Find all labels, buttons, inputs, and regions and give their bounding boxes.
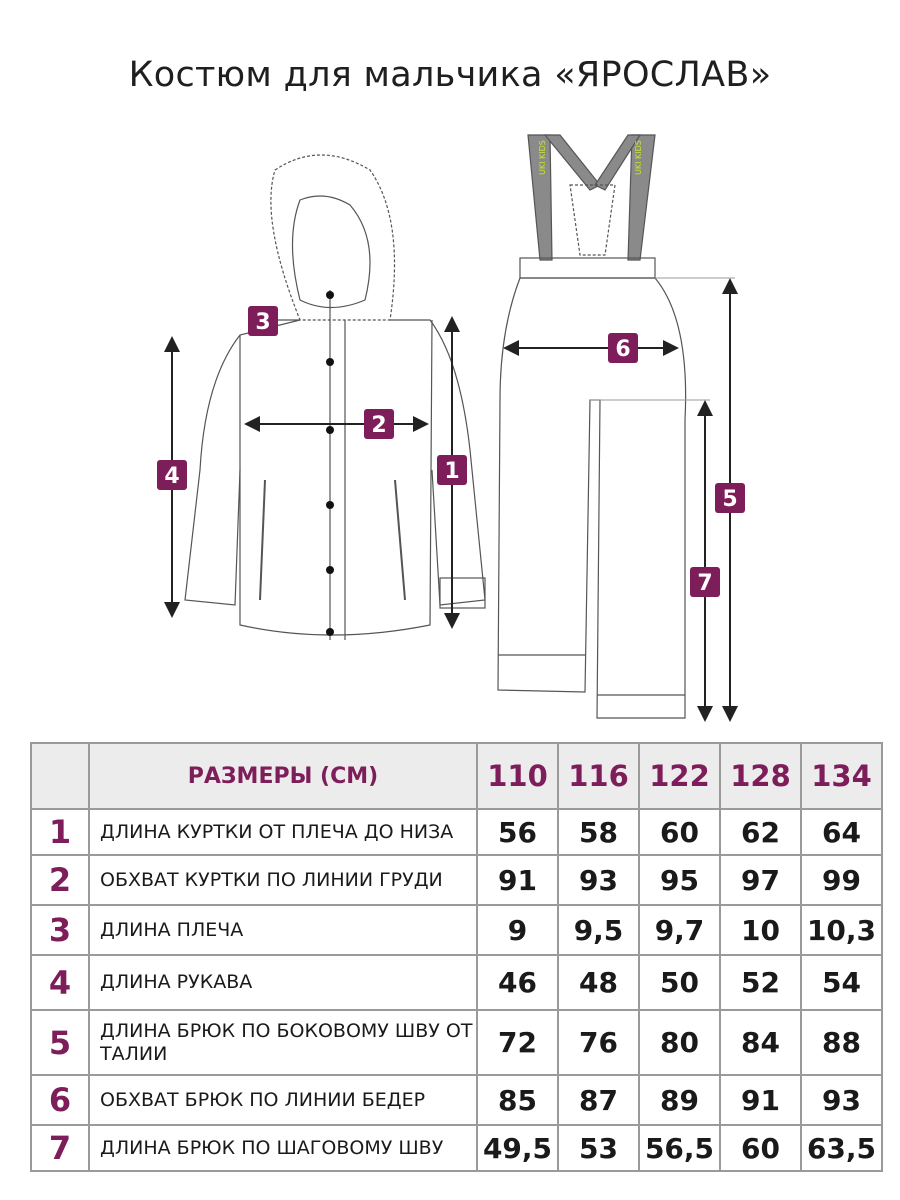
row-value: 60 — [638, 808, 721, 856]
svg-text:6: 6 — [615, 337, 630, 362]
row-value: 99 — [800, 854, 883, 906]
row-label: ДЛИНА БРЮК ПО ШАГОВОМУ ШВУ — [88, 1124, 478, 1172]
row-value: 97 — [719, 854, 802, 906]
page-title: Костюм для мальчика «ЯРОСЛАВ» — [128, 55, 772, 95]
row-number: 5 — [30, 1009, 90, 1076]
size-128: 128 — [719, 742, 802, 810]
strap-logo: UKI KIDS UKI KIDS — [538, 140, 643, 175]
garment-illustration: UKI KIDS UKI KIDS 3 2 4 1 6 5 7 — [157, 134, 745, 722]
row-value: 93 — [557, 854, 640, 906]
svg-text:3: 3 — [255, 310, 270, 335]
row-value: 95 — [638, 854, 721, 906]
header-corner — [30, 742, 90, 810]
size-116: 116 — [557, 742, 640, 810]
row-number: 3 — [30, 904, 90, 956]
row-value: 91 — [476, 854, 559, 906]
row-value: 9,7 — [638, 904, 721, 956]
size-134: 134 — [800, 742, 883, 810]
svg-text:5: 5 — [722, 487, 737, 512]
row-label: ДЛИНА ПЛЕЧА — [88, 904, 478, 956]
row-number: 6 — [30, 1074, 90, 1126]
svg-text:4: 4 — [164, 464, 179, 489]
svg-text:2: 2 — [371, 413, 386, 438]
row-value: 84 — [719, 1009, 802, 1076]
measurement-arrows — [164, 277, 738, 722]
svg-text:1: 1 — [444, 459, 459, 484]
marker-badges: 3 2 4 1 6 5 7 — [157, 306, 745, 597]
marker-1: 1 — [437, 455, 467, 485]
row-value: 49,5 — [476, 1124, 559, 1172]
row-value: 63,5 — [800, 1124, 883, 1172]
row-value: 80 — [638, 1009, 721, 1076]
size-122: 122 — [638, 742, 721, 810]
pants-drawing — [497, 134, 687, 719]
table-header-row: РАЗМЕРЫ (СМ) 110 116 122 128 134 — [30, 742, 883, 810]
svg-text:UKI KIDS: UKI KIDS — [538, 140, 547, 175]
row-label: ДЛИНА БРЮК ПО БОКОВОМУ ШВУ ОТ ТАЛИИ — [88, 1009, 478, 1076]
row-value: 54 — [800, 954, 883, 1011]
row-label: ОБХВАТ КУРТКИ ПО ЛИНИИ ГРУДИ — [88, 854, 478, 906]
row-value: 60 — [719, 1124, 802, 1172]
size-110: 110 — [476, 742, 559, 810]
marker-2: 2 — [364, 409, 394, 439]
row-value: 50 — [638, 954, 721, 1011]
row-value: 88 — [800, 1009, 883, 1076]
svg-text:UKI KIDS: UKI KIDS — [634, 140, 643, 175]
row-value: 53 — [557, 1124, 640, 1172]
row-value: 93 — [800, 1074, 883, 1126]
marker-3: 3 — [248, 306, 278, 336]
marker-5: 5 — [715, 483, 745, 513]
row-value: 10,3 — [800, 904, 883, 956]
row-value: 56,5 — [638, 1124, 721, 1172]
row-value: 58 — [557, 808, 640, 856]
row-value: 9 — [476, 904, 559, 956]
row-number: 4 — [30, 954, 90, 1011]
row-number: 7 — [30, 1124, 90, 1172]
row-value: 10 — [719, 904, 802, 956]
row-number: 2 — [30, 854, 90, 906]
row-label: ОБХВАТ БРЮК ПО ЛИНИИ БЕДЕР — [88, 1074, 478, 1126]
row-label: ДЛИНА РУКАВА — [88, 954, 478, 1011]
marker-4: 4 — [157, 460, 187, 490]
row-value: 9,5 — [557, 904, 640, 956]
row-value: 62 — [719, 808, 802, 856]
row-value: 52 — [719, 954, 802, 1011]
svg-text:7: 7 — [697, 571, 712, 596]
row-value: 85 — [476, 1074, 559, 1126]
header-label: РАЗМЕРЫ (СМ) — [88, 742, 478, 810]
row-value: 64 — [800, 808, 883, 856]
row-value: 72 — [476, 1009, 559, 1076]
row-value: 89 — [638, 1074, 721, 1126]
jacket-drawing — [184, 154, 486, 640]
row-number: 1 — [30, 808, 90, 856]
marker-6: 6 — [608, 333, 638, 363]
row-value: 76 — [557, 1009, 640, 1076]
marker-7: 7 — [690, 567, 720, 597]
row-value: 48 — [557, 954, 640, 1011]
row-value: 91 — [719, 1074, 802, 1126]
row-value: 46 — [476, 954, 559, 1011]
row-label: ДЛИНА КУРТКИ ОТ ПЛЕЧА ДО НИЗА — [88, 808, 478, 856]
row-value: 87 — [557, 1074, 640, 1126]
row-value: 56 — [476, 808, 559, 856]
